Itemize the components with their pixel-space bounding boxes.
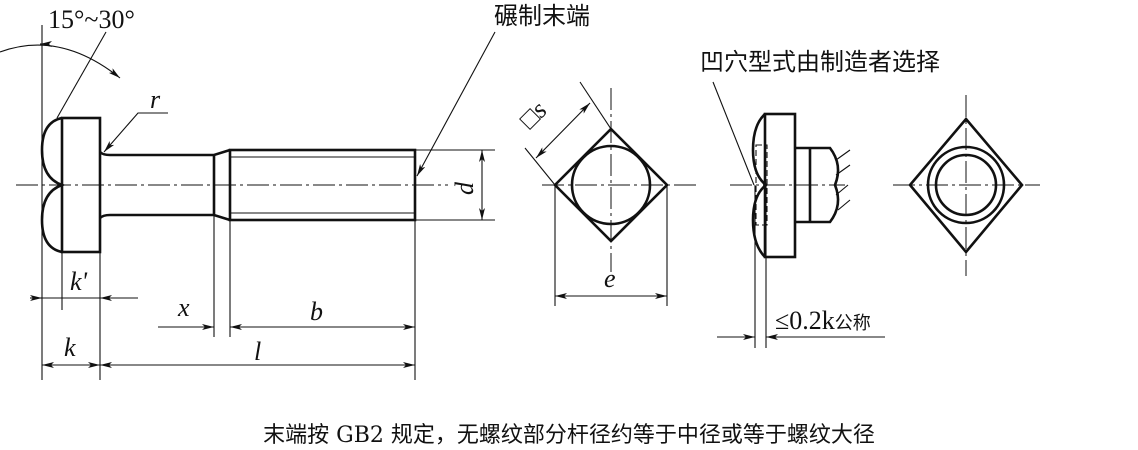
shank-circle <box>570 144 652 226</box>
s-label: □s <box>514 95 553 134</box>
r-label: r <box>150 85 161 114</box>
recess-depth-label: ≤0.2k公称 <box>775 306 871 335</box>
r-leader <box>103 112 168 153</box>
bolt-end-view: □s e <box>514 81 700 306</box>
bolt-head-top-view <box>893 95 1040 276</box>
d-label: d <box>450 181 479 195</box>
x-label: x <box>177 293 190 322</box>
outer-circle <box>926 145 1006 225</box>
shank-stub <box>795 146 840 224</box>
recess-hidden-line <box>755 144 768 226</box>
thread-section <box>228 148 417 222</box>
bolt-side-view: ≤0.2k公称 凹穴型式由制造者选择 <box>700 48 940 348</box>
recess-leader <box>712 81 755 186</box>
break-hatch <box>835 149 851 211</box>
angle-line <box>56 31 107 119</box>
recess-depth-suffix: 公称 <box>835 313 871 334</box>
kprime-label: k' <box>70 267 88 296</box>
b-label: b <box>310 297 323 326</box>
bolt-shank <box>99 148 231 222</box>
l-label: l <box>254 337 261 366</box>
bolt-head <box>763 112 797 259</box>
k-label: k <box>64 333 76 362</box>
bolt-front-view: 15°~30° r k' x b k l d 碾制末端 <box>0 2 590 380</box>
angle-arc <box>0 44 121 79</box>
recess-note: 凹穴型式由制造者选择 <box>700 48 940 76</box>
square-head <box>908 116 1024 255</box>
inner-circle <box>934 153 998 217</box>
rolled-end-leader <box>416 31 496 177</box>
bolt-head <box>60 116 102 254</box>
square-head <box>553 127 669 243</box>
recess-depth-value: ≤0.2k <box>775 306 835 335</box>
caption: 末端按 GB2 规定，无螺纹部分杆径约等于中径或等于螺纹大径 <box>263 423 875 448</box>
e-label: e <box>604 264 616 293</box>
rolled-end-label: 碾制末端 <box>494 2 590 30</box>
extension-line <box>579 81 612 130</box>
angle-label: 15°~30° <box>48 5 135 34</box>
s-dim-line <box>535 102 591 159</box>
extension-line <box>524 147 556 186</box>
